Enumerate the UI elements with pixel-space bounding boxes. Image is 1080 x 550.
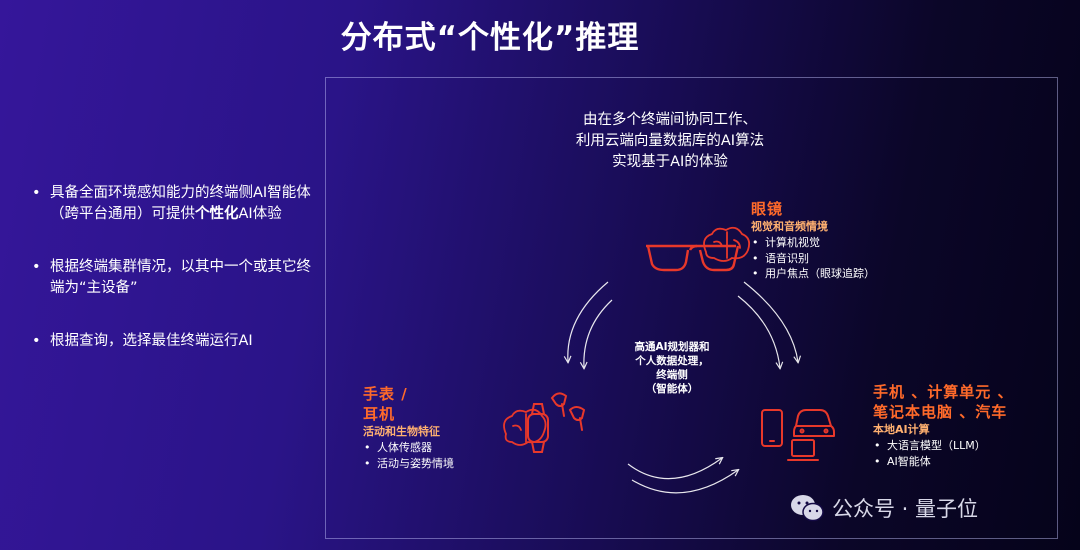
diagram-intro: 由在多个终端间协同工作、 利用云端向量数据库的AI算法 实现基于AI的体验 <box>575 112 765 170</box>
bullet-list: • 具备全面环境感知能力的终端侧AI智能体（跨平台通用）可提供个性化AI体验 •… <box>30 183 320 384</box>
node-title: 笔记本电脑 、汽车 <box>873 403 1008 421</box>
list-item: 语音识别 <box>751 251 951 267</box>
list-item: 计算机视觉 <box>751 235 951 251</box>
node-title: 眼镜 <box>751 200 784 218</box>
list-item: 活动与姿势情境 <box>363 456 513 472</box>
list-item: 大语言模型（LLM） <box>873 438 1063 454</box>
phone-node: 手机 、计算单元 、 笔记本电脑 、汽车 本地AI计算 大语言模型（LLM） A… <box>873 382 1063 469</box>
node-subtitle: 视觉和音频情境 <box>751 220 828 233</box>
watch-node: 手表 / 耳机 活动和生物特征 人体传感器 活动与姿势情境 <box>363 384 513 471</box>
node-title: 耳机 <box>363 405 396 423</box>
slide-title: 分布式“个性化”推理 <box>340 20 640 56</box>
node-list: 人体传感器 活动与姿势情境 <box>363 440 513 471</box>
node-title: 手表 / <box>363 385 408 403</box>
bullet-item: • 具备全面环境感知能力的终端侧AI智能体（跨平台通用）可提供个性化AI体验 <box>32 185 311 222</box>
center-label: 高通AI规划器和 个人数据处理， 终端侧 （智能体） <box>634 341 710 395</box>
wechat-icon <box>791 495 824 522</box>
list-item: AI智能体 <box>873 454 1063 470</box>
bullet-item: • 根据终端集群情况，以其中一个或其它终端为“主设备” <box>32 259 311 296</box>
list-item: 人体传感器 <box>363 440 513 456</box>
watermark: 公众号 · 量子位 <box>790 492 978 524</box>
node-subtitle: 本地AI计算 <box>873 423 930 436</box>
watermark-text: 公众号 · 量子位 <box>832 497 979 521</box>
list-item: 用户焦点（眼球追踪） <box>751 266 951 282</box>
glasses-node: 眼镜 视觉和音频情境 计算机视觉 语音识别 用户焦点（眼球追踪） <box>751 199 951 282</box>
bullet-item: • 根据查询，选择最佳终端运行AI <box>32 333 253 349</box>
node-title: 手机 、计算单元 、 <box>873 383 1014 401</box>
diagram-panel <box>325 77 1058 539</box>
node-list: 大语言模型（LLM） AI智能体 <box>873 438 1063 469</box>
node-subtitle: 活动和生物特征 <box>363 425 440 438</box>
node-list: 计算机视觉 语音识别 用户焦点（眼球追踪） <box>751 235 951 282</box>
